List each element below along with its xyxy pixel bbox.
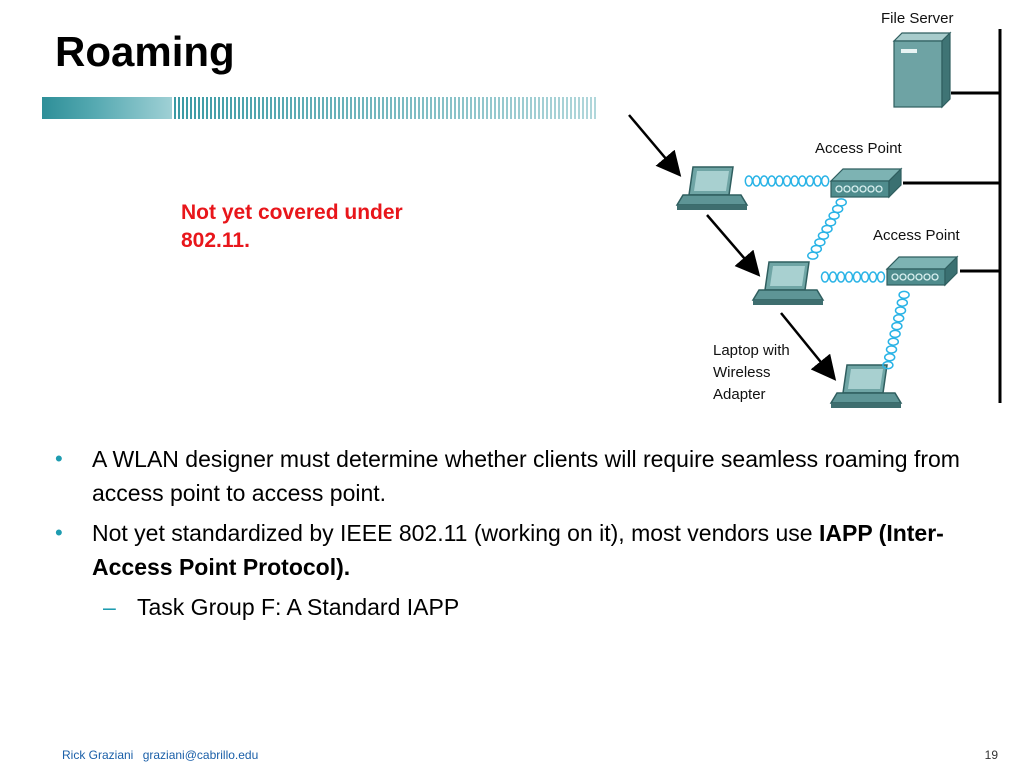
laptop-3-icon bbox=[830, 364, 902, 409]
bullet-text: A WLAN designer must determine whether c… bbox=[92, 446, 960, 506]
file-server-icon bbox=[892, 31, 952, 109]
bullet-text: Not yet standardized by IEEE 802.11 (wor… bbox=[92, 520, 813, 546]
not-covered-note: Not yet covered under 802.11. bbox=[181, 201, 403, 252]
bullet-icon: • bbox=[55, 446, 63, 471]
sub-bullet-item-task-group-f: – Task Group F: A Standard IAPP bbox=[55, 590, 1005, 624]
bullet-bold-text: IAPP (Inter-Access Point Protocol). bbox=[92, 520, 944, 580]
bullet-item-wlan-designer: • A WLAN designer must determine whether… bbox=[55, 442, 1005, 510]
laptop-1-icon bbox=[676, 166, 748, 211]
roaming-network-diagram: File Server Access Point Access Point La… bbox=[628, 10, 1002, 409]
footer-email: graziani@cabrillo.edu bbox=[142, 748, 259, 762]
access-point-2-icon bbox=[886, 256, 958, 286]
laptop-label-line-1: Laptop with bbox=[713, 342, 790, 359]
footer-author: Rick Graziani bbox=[62, 748, 134, 762]
wireless-signal-icon bbox=[744, 175, 910, 370]
laptop-label-line-2: Wireless bbox=[713, 364, 771, 381]
roaming-arrow-1 bbox=[628, 114, 682, 177]
page-number: 19 bbox=[984, 748, 998, 762]
footer-author-info: Rick Graziani graziani@cabrillo.edu bbox=[62, 748, 258, 762]
slide-title: Roaming bbox=[55, 28, 235, 75]
bullet-list: • A WLAN designer must determine whether… bbox=[55, 442, 1005, 624]
access-point-1-icon bbox=[830, 168, 902, 198]
laptop-label-line-3: Adapter bbox=[713, 386, 766, 403]
file-server-label: File Server bbox=[881, 10, 954, 27]
access-point-1-label: Access Point bbox=[815, 140, 903, 157]
roaming-arrow-2 bbox=[706, 214, 761, 277]
sub-bullet-text: Task Group F: A Standard IAPP bbox=[137, 594, 460, 620]
laptop-2-icon bbox=[752, 261, 824, 306]
bullet-item-iapp: • Not yet standardized by IEEE 802.11 (w… bbox=[55, 516, 1005, 584]
decorative-title-bar bbox=[42, 97, 596, 119]
roaming-arrow-3 bbox=[780, 312, 837, 381]
sub-bullet-dash-icon: – bbox=[103, 594, 116, 620]
access-point-2-label: Access Point bbox=[873, 227, 961, 244]
bullet-icon: • bbox=[55, 520, 63, 545]
